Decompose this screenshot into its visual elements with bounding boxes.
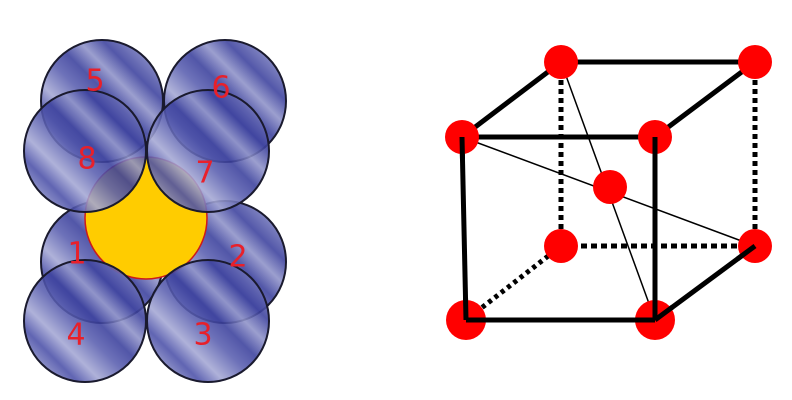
- sphere-label-4: 4: [66, 318, 85, 353]
- sphere-3: [146, 259, 270, 383]
- atom-top-back-left: [544, 45, 578, 79]
- sphere-label-6: 6: [211, 71, 230, 106]
- cube-edges: [459, 59, 758, 323]
- bcc-unit-cell-diagram: [445, 45, 772, 340]
- sphere-label-5: 5: [85, 64, 104, 99]
- sphere-label-7: 7: [195, 156, 214, 191]
- sphere-label-3: 3: [193, 318, 212, 353]
- cube-atoms: [445, 45, 772, 340]
- sphere-label-2: 2: [228, 240, 247, 275]
- sphere-label-8: 8: [77, 142, 96, 177]
- sphere-7: [146, 89, 270, 213]
- left-packing-diagram: 5 6 8 7 1 2 4 3: [23, 39, 287, 383]
- atom-body-center: [593, 170, 627, 204]
- sphere-labels: 5 6 8 7 1 2 4 3: [66, 64, 247, 353]
- atom-bottom-back-left: [544, 229, 578, 263]
- atom-top-back-right: [738, 45, 772, 79]
- sphere-label-1: 1: [67, 237, 86, 272]
